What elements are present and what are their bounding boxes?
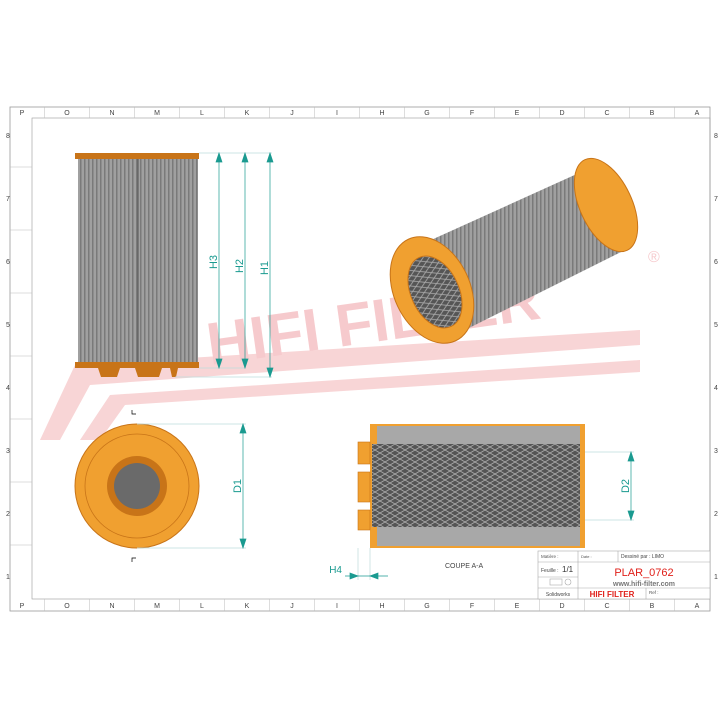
title-block	[537, 550, 711, 600]
row-label-right: 8	[714, 133, 718, 140]
drawn-by: Dessiné par : LIMO	[621, 554, 664, 560]
d2-h4-dimensions	[345, 450, 635, 580]
column-label-top: L	[200, 110, 204, 117]
isometric-view	[389, 157, 639, 344]
row-label-right: 7	[714, 196, 718, 203]
row-label-left: 8	[6, 133, 10, 140]
brand-label: HIFI FILTER	[590, 590, 635, 599]
column-label-top: E	[515, 110, 520, 117]
column-label-bottom: A	[695, 603, 700, 610]
column-label-bottom: J	[290, 603, 294, 610]
row-label-left: 5	[6, 322, 10, 329]
row-label-left: 1	[6, 574, 10, 581]
column-label-top: J	[290, 110, 294, 117]
software-label: Solidworks	[546, 592, 571, 598]
column-label-top: F	[470, 110, 474, 117]
column-label-top: O	[64, 110, 70, 117]
column-label-bottom: I	[336, 603, 338, 610]
column-label-top: D	[559, 110, 564, 117]
column-label-bottom: C	[604, 603, 609, 610]
column-label-top: A	[695, 110, 700, 117]
column-label-bottom: H	[379, 603, 384, 610]
column-label-top: M	[154, 110, 160, 117]
row-label-left: 4	[6, 385, 10, 392]
column-label-bottom: G	[424, 603, 429, 610]
dim-d1: D1	[232, 479, 244, 493]
column-label-top: P	[20, 110, 25, 117]
dim-h1: H1	[259, 261, 271, 275]
column-label-top: G	[424, 110, 429, 117]
grid-labels: P P O O N N M M L L K K J J I I H H G G F F E E D D C C B B A A 8 8 7 7 6 6 5 5…	[6, 107, 718, 611]
row-label-left: 6	[6, 259, 10, 266]
row-label-right: 2	[714, 511, 718, 518]
dim-h3: H3	[208, 255, 220, 269]
column-label-bottom: M	[154, 603, 160, 610]
dim-h2: H2	[234, 259, 246, 273]
row-label-right: 6	[714, 259, 718, 266]
column-label-top: I	[336, 110, 338, 117]
column-label-bottom: O	[64, 603, 70, 610]
row-label-left: 3	[6, 448, 10, 455]
column-label-bottom: E	[515, 603, 520, 610]
column-label-top: C	[604, 110, 609, 117]
column-label-bottom: N	[109, 603, 114, 610]
date-label: Date :	[581, 554, 592, 559]
section-view	[357, 424, 585, 548]
column-label-top: K	[245, 110, 250, 117]
ref-label: Ref :	[649, 590, 659, 595]
website: www.hifi-filter.com	[612, 581, 675, 588]
column-label-bottom: D	[559, 603, 564, 610]
column-label-bottom: F	[470, 603, 474, 610]
row-label-right: 3	[714, 448, 718, 455]
row-label-right: 5	[714, 322, 718, 329]
inner-frame	[31, 117, 711, 600]
column-label-top: N	[109, 110, 114, 117]
column-label-bottom: B	[650, 603, 655, 610]
side-view	[75, 153, 199, 377]
section-label: COUPE A-A	[445, 563, 483, 570]
height-dimensions	[175, 151, 274, 379]
matiere-label: Matière :	[541, 554, 559, 559]
end-view	[74, 410, 200, 562]
row-label-left: 2	[6, 511, 10, 518]
row-label-right: 1	[714, 574, 718, 581]
svg-text:®: ®	[648, 249, 660, 266]
column-label-bottom: L	[200, 603, 204, 610]
sheet-label: Feuille :	[541, 568, 559, 574]
column-label-bottom: P	[20, 603, 25, 610]
row-label-left: 7	[6, 196, 10, 203]
part-number: PLAR_0762	[614, 567, 673, 579]
column-label-top: B	[650, 110, 655, 117]
row-label-right: 4	[714, 385, 718, 392]
column-label-bottom: K	[245, 603, 250, 610]
dim-d2: D2	[620, 479, 632, 493]
dim-h4: H4	[329, 565, 342, 576]
column-label-top: H	[379, 110, 384, 117]
sheet-value: 1/1	[562, 565, 574, 574]
d1-dimension	[137, 422, 247, 550]
